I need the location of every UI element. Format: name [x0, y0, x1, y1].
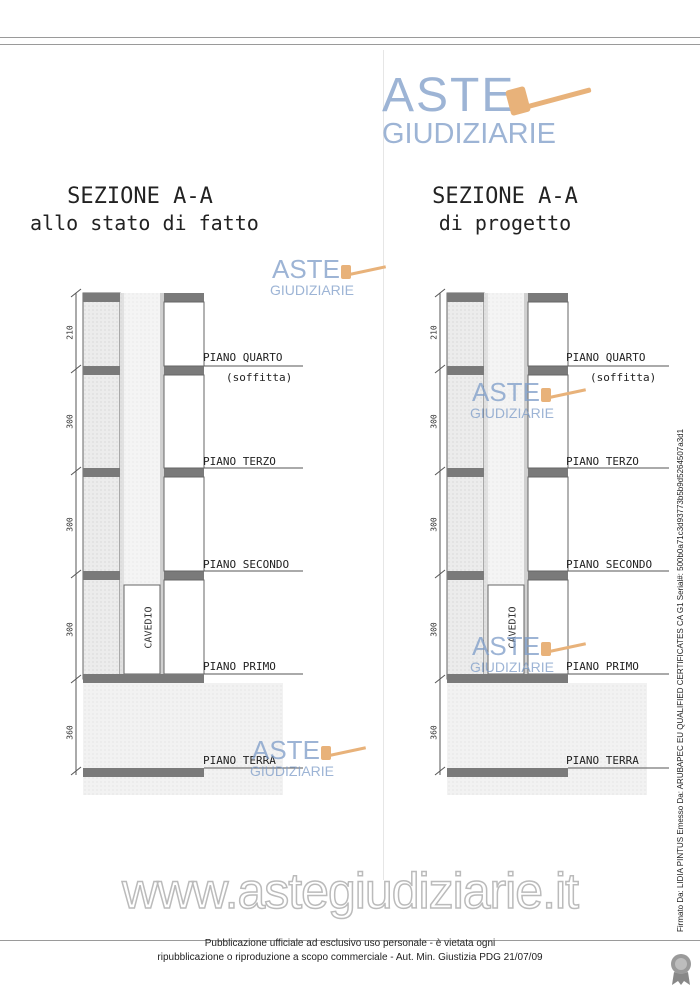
digital-signature-text: Firmato Da: LIDIA PINTUS Emesso Da: ARUB…: [676, 428, 685, 932]
right-dim-1: 210: [429, 325, 439, 340]
watermark-2-giudiziarie: GIUDIZIARIE: [470, 405, 555, 421]
right-section-svg: [434, 288, 669, 795]
left-level-1: PIANO PRIMO: [203, 660, 276, 673]
right-title-line2: di progetto: [438, 211, 572, 235]
gavel-icon: [321, 746, 367, 760]
left-level-4-sub: (soffitta): [226, 371, 293, 384]
left-level-0: PIANO TERRA: [203, 754, 276, 767]
top-rule: [0, 37, 700, 38]
right-dim-5: 360: [429, 725, 439, 740]
left-level-2: PIANO SECONDO: [203, 558, 290, 571]
left-dim-2: 300: [65, 414, 75, 429]
right-level-4-sub: (soffitta): [590, 371, 657, 384]
right-level-1: PIANO PRIMO: [566, 660, 639, 673]
left-dim-3: 300: [65, 517, 75, 532]
publication-notice-line2: ripubblicazione o riproduzione a scopo c…: [157, 952, 543, 963]
watermark-4-aste: ASTE: [252, 735, 320, 765]
left-title-line2: allo stato di fatto: [30, 211, 259, 235]
footer-url-watermark: www.astegiudiziarie.it: [121, 862, 579, 920]
publication-notice-line1: Pubblicazione ufficiale ad esclusivo uso…: [204, 938, 496, 949]
watermark-3-giudiziarie: GIUDIZIARIE: [470, 659, 555, 675]
right-dim-3: 300: [429, 517, 439, 532]
center-fold: [383, 50, 384, 880]
right-dim-4: 300: [429, 622, 439, 637]
watermark-1-giudiziarie: GIUDIZIARIE: [270, 282, 355, 298]
top-rule-2: [0, 44, 700, 45]
gavel-icon: [505, 86, 592, 116]
seal-icon: [671, 954, 691, 985]
left-level-4: PIANO QUARTO: [203, 351, 283, 364]
watermark-3-aste: ASTE: [472, 631, 540, 661]
watermark-4-giudiziarie: GIUDIZIARIE: [250, 763, 335, 779]
left-cavedio-label: CAVEDIO: [143, 606, 155, 649]
right-level-2: PIANO SECONDO: [566, 558, 653, 571]
right-title-line1: SEZIONE A-A: [432, 184, 578, 209]
right-level-4: PIANO QUARTO: [566, 351, 646, 364]
left-title-line1: SEZIONE A-A: [67, 184, 213, 209]
left-dim-5: 360: [65, 725, 75, 740]
watermark-aste: ASTE: [382, 69, 516, 122]
left-level-3: PIANO TERZO: [203, 455, 276, 468]
bottom-rule: [0, 940, 700, 941]
left-dim-4: 300: [65, 622, 75, 637]
right-level-3: PIANO TERZO: [566, 455, 639, 468]
right-level-0: PIANO TERRA: [566, 754, 639, 767]
watermark-2-aste: ASTE: [472, 377, 540, 407]
left-section-svg: [70, 288, 303, 795]
watermark-1-aste: ASTE: [272, 254, 340, 284]
gavel-icon: [341, 265, 387, 279]
gavel-icon: [541, 388, 587, 402]
right-dim-2: 300: [429, 414, 439, 429]
gavel-icon: [541, 642, 587, 656]
left-dim-1: 210: [65, 325, 75, 340]
watermark-giudiziarie: GIUDIZIARIE: [382, 118, 557, 150]
